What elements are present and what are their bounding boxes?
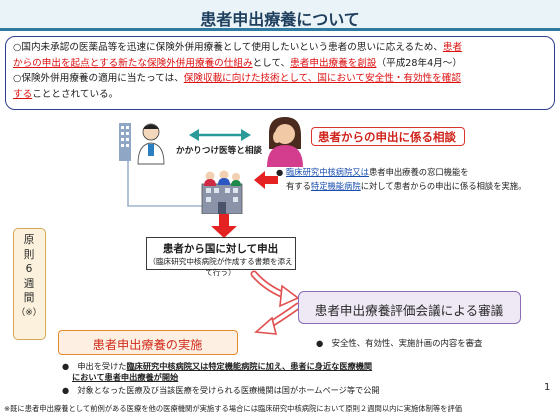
doctor-icon (119, 123, 165, 165)
intro-text: として、 (252, 57, 291, 69)
consult-title: 患者からの申出に係る相談 (311, 127, 465, 146)
duration-box: 原 則 6 週 間 （※） (13, 228, 46, 340)
footnote: ※既に患者申出療養として前例がある医療を他の医療機関が実施する場合には臨床研究中… (4, 404, 463, 413)
intro-text: ○国内未承認の医薬品等を迅速に保険外併用療養として使用したいという患者の思いに応… (13, 42, 443, 53)
duration-char: 則 (23, 248, 35, 261)
consult-bullet: ● (276, 167, 284, 177)
curved-arrows-icon (250, 270, 302, 335)
double-arrow-icon (189, 129, 251, 141)
intro-text: ○保険外併用療養の適用に当たっては、 (13, 73, 184, 85)
intro-highlight: からの申出を起点とする新たな保険外併用療養の仕組み (13, 57, 253, 69)
red-arrow-down-icon (211, 214, 237, 238)
duration-char: （※） (16, 307, 42, 318)
consult-note-text: 患者申出療養の窓口機能を (368, 167, 469, 177)
intro-highlight: 患者 (442, 42, 463, 53)
title-bar (0, 0, 560, 31)
impl-note-text: ● 申出を受けた (62, 361, 127, 371)
intro-line-3: ○保険外併用療養の適用に当たっては、保険収載に向けた技術として、国において安全性… (13, 71, 547, 87)
page-title: 患者申出療養について (200, 10, 360, 29)
consult-note-text: 有する (286, 180, 311, 191)
hospital-icon (201, 170, 243, 214)
review-title: 患者申出療養評価会議による審議 (314, 303, 504, 318)
page-number: 1 (544, 382, 551, 393)
duration-text: 原 則 6 週 間 （※） (14, 233, 44, 321)
intro-line-1: ○国内未承認の医薬品等を迅速に保険外併用療養として使用したいという患者の思いに応… (13, 40, 547, 56)
consult-note: ● 臨床研究中核病院又は患者申出療養の窓口機能を有する特定機能病院に対して患者か… (276, 166, 542, 193)
apply-subtitle: （臨床研究中核病院が作成する書類を添えて行う） (148, 257, 293, 277)
intro-line-4: することとされている。 (13, 87, 547, 103)
apply-title: 患者から国に対して申出 (162, 243, 279, 255)
impl-note-underlined: において患者申出療養が開始 (72, 372, 179, 382)
special-hospital-link[interactable]: 特定機能病院 (310, 180, 361, 191)
duration-char: 原 (23, 234, 35, 246)
intro-highlight: 患者申出療養を創設 (290, 57, 377, 69)
red-arrow-left-icon (254, 171, 278, 189)
duration-char: 間 (23, 292, 35, 305)
implementation-box: 患者申出療養の実施 (58, 330, 238, 355)
patient-icon (267, 117, 303, 167)
impl-note-underlined: 臨床研究中核病院又は特定機能病院に加え、患者に身近な医療機関 (126, 361, 373, 371)
doctor-label: かかりつけ医等と相談 (176, 146, 263, 156)
intro-highlight: する (13, 88, 33, 100)
intro-highlight: 保険収載に向けた技術として、国において安全性・有効性を確認 (183, 73, 461, 85)
implementation-note-2: ● 対象となった医療及び当該医療を受けられる医療機関は国がホームページ等で公開 (62, 385, 380, 395)
review-box: 患者申出療養評価会議による審議 (298, 291, 521, 324)
core-hospital-link[interactable]: 臨床研究中核病院又は (286, 167, 369, 177)
intro-text: （平成28年4月～） (376, 57, 462, 69)
review-note: ● 安全性、有効性、実施計画の内容を審査 (316, 338, 483, 348)
implementation-note-1: ● 申出を受けた臨床研究中核病院又は特定機能病院に加え、患者に身近な医療機関 に… (62, 361, 482, 383)
flow-connector (127, 150, 211, 207)
intro-line-2: からの申出を起点とする新たな保険外併用療養の仕組みとして、患者申出療養を創設（平… (13, 56, 547, 72)
apply-box: 患者から国に対して申出 （臨床研究中核病院が作成する書類を添えて行う） (146, 237, 296, 277)
intro-text: こととされている。 (32, 88, 119, 100)
intro-box: ○国内未承認の医薬品等を迅速に保険外併用療養として使用したいという患者の思いに応… (5, 36, 555, 110)
consult-note-text: に対して患者からの申出に係る相談を実施。 (360, 180, 527, 191)
duration-char: 6 (25, 263, 33, 276)
implementation-title: 患者申出療養の実施 (92, 338, 203, 352)
duration-char: 週 (23, 277, 35, 290)
